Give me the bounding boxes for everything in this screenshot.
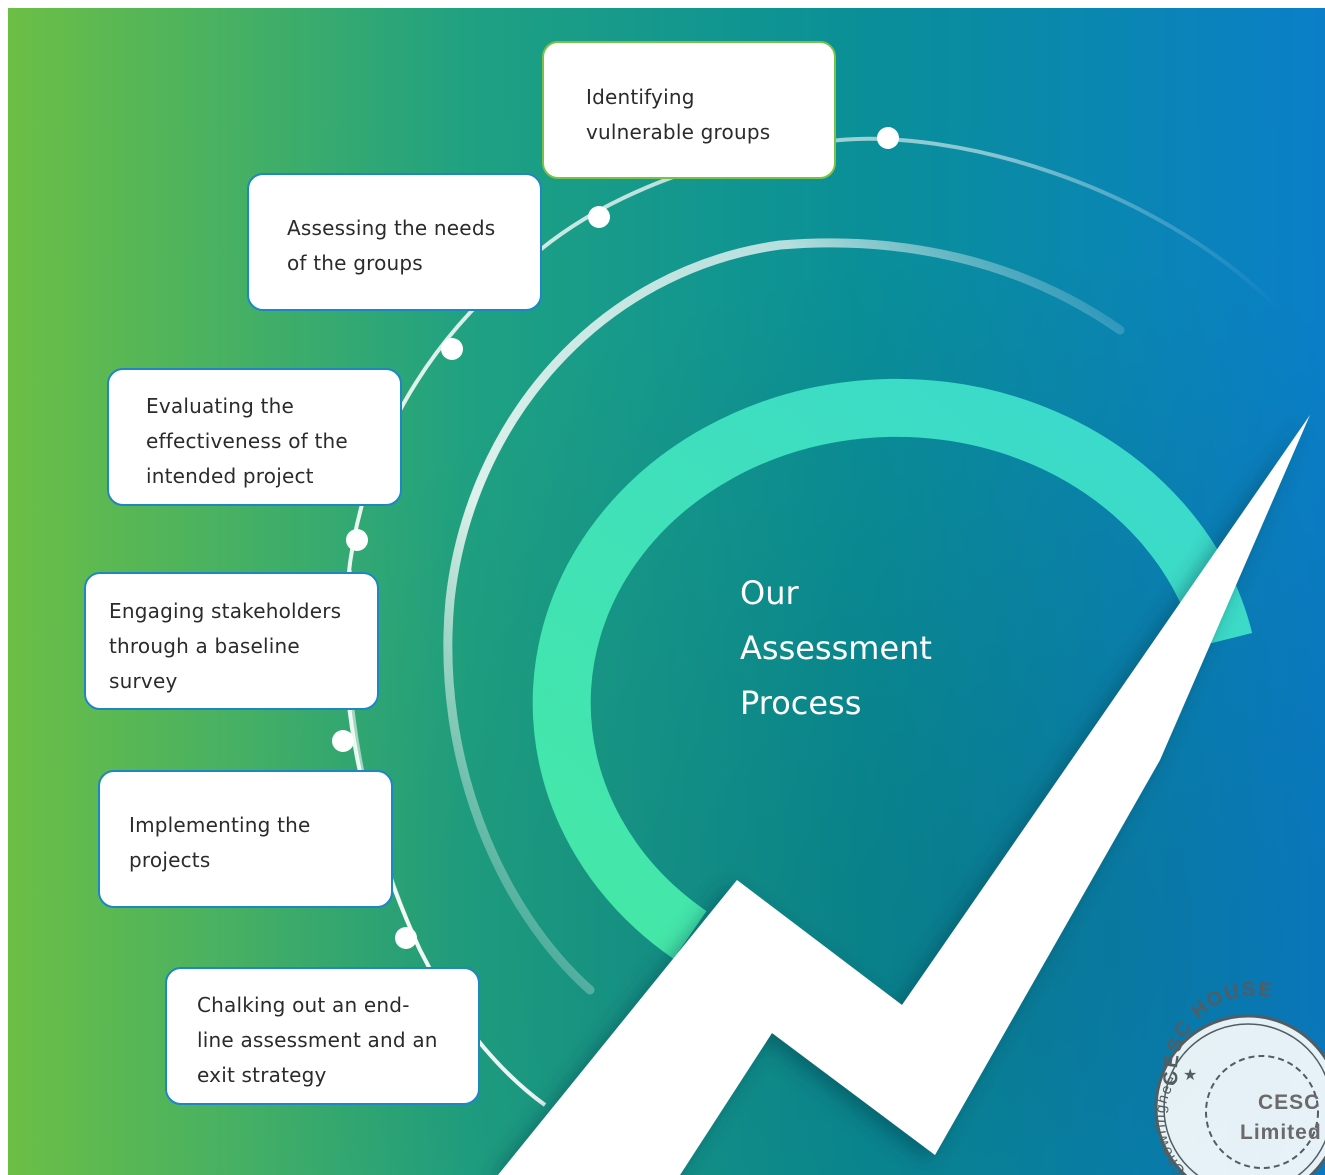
timeline-node	[877, 127, 899, 149]
step-card-text: Evaluating the effectiveness of the inte…	[146, 394, 348, 488]
timeline-node	[588, 206, 610, 228]
step-card-assess-needs: Assessing the needs of the groups	[247, 173, 542, 311]
step-card-text: Chalking out an end- line assessment and…	[197, 993, 438, 1087]
seal-line-1: CESC	[1258, 1091, 1321, 1114]
seal-line-2: Limited	[1240, 1121, 1322, 1144]
step-card-text: Assessing the needs of the groups	[287, 216, 496, 275]
inner-accent-ring	[532, 378, 1253, 959]
diagram-title: Our Assessment Process	[740, 566, 1040, 731]
middle-ring-arc	[443, 238, 1125, 995]
step-card-text: Engaging stakeholders through a baseline…	[109, 599, 342, 693]
timeline-node	[395, 927, 417, 949]
step-card-implement: Implementing the projects	[98, 770, 393, 908]
arrow-shape	[498, 415, 1310, 1175]
timeline-node	[346, 529, 368, 551]
title-line: Our	[740, 574, 799, 612]
step-card-exit-strategy: Chalking out an end- line assessment and…	[165, 967, 480, 1105]
step-card-text: Implementing the projects	[129, 813, 311, 872]
timeline-node	[332, 730, 354, 752]
timeline-node	[441, 338, 463, 360]
svg-text:★: ★	[1183, 1065, 1197, 1084]
step-card-engage: Engaging stakeholders through a baseline…	[84, 572, 379, 710]
title-line: Process	[740, 684, 862, 722]
step-card-evaluate: Evaluating the effectiveness of the inte…	[107, 368, 402, 506]
step-card-identify: Identifying vulnerable groups	[542, 41, 836, 179]
step-card-text: Identifying vulnerable groups	[586, 85, 771, 144]
title-line: Assessment	[740, 629, 932, 667]
